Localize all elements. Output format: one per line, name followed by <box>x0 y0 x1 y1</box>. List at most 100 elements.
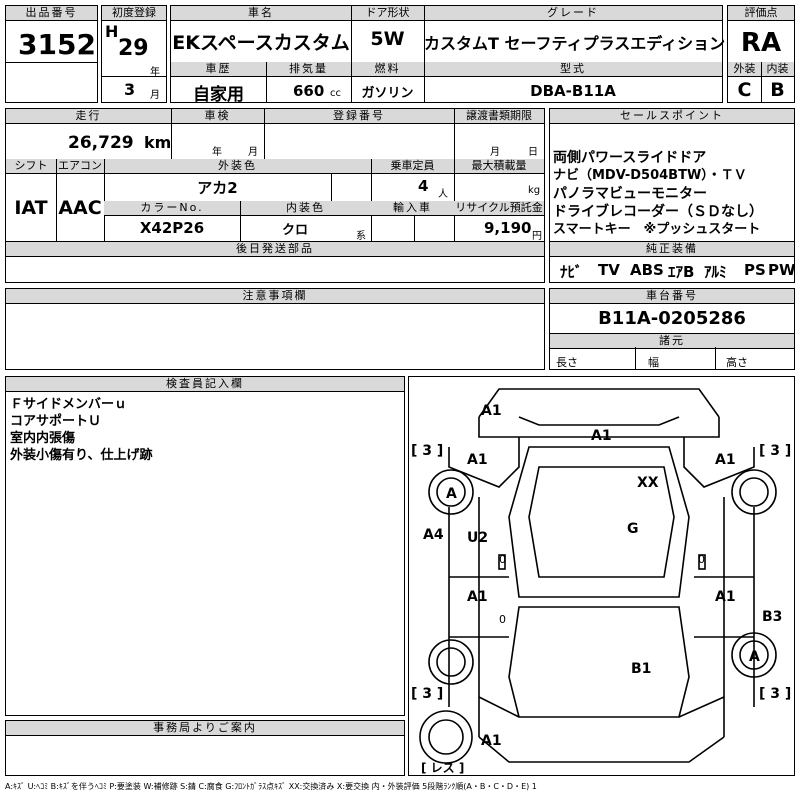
capacity-label: 乗車定員 <box>371 159 454 174</box>
displacement-label: 排気量 <box>266 62 351 77</box>
inspector-line-4: 外装小傷有り、仕上げ跡 <box>10 448 153 463</box>
inspection-label: 車検 <box>171 109 264 124</box>
capacity-unit: 人 <box>438 189 448 200</box>
model-label: 型式 <box>424 62 722 77</box>
mark-bumper-front: A1 <box>481 403 502 419</box>
ac-label: エアコン <box>56 159 104 174</box>
sales-line-4: ドライブレコーダー（ＳＤなし） <box>553 204 763 220</box>
model: DBA-B11A <box>530 82 616 100</box>
dims-label: 諸元 <box>550 333 794 349</box>
equipment-item: ｱﾙﾐ <box>704 263 727 281</box>
legend: A:ｷｽﾞ U:ﾍｺﾐ B:ｷｽﾞを伴うﾍｺﾐ P:要塗装 W:補修跡 S:錆 … <box>5 782 537 791</box>
caution-label: 注意事項欄 <box>6 289 544 304</box>
ext-color-label: 外装色 <box>104 159 371 174</box>
equipment-item: ﾅﾋﾞ <box>560 263 583 281</box>
door-type: 5W <box>370 28 405 50</box>
spare-tire: [ レス ] <box>421 761 464 775</box>
tread-front-left: [ 3 ] <box>411 443 443 459</box>
first-reg-label: 初度登録 <box>102 6 166 21</box>
equipment-item: TV <box>598 261 620 279</box>
mark-door-rear-right: A1 <box>715 589 736 605</box>
sales-line-3: パノラマビューモニター <box>553 186 707 202</box>
ext-color: アカ2 <box>197 179 238 197</box>
lot-box: 出品番号 3152 <box>5 5 98 103</box>
car-info-box: 車名 ドア形状 グレード EKスペースカスタム 5W カスタムT セーフティプラ… <box>170 5 725 105</box>
score: RA <box>740 28 782 58</box>
tread-rear-right: [ 3 ] <box>759 686 791 702</box>
mileage: 26,729 <box>68 133 134 153</box>
int-color: クロ <box>281 223 308 238</box>
equipment-label: 純正装備 <box>550 242 794 257</box>
shift-label: シフト <box>6 159 56 174</box>
fuel: ガソリン <box>361 86 414 101</box>
color-no: X42P26 <box>139 219 205 237</box>
name-label: 車名 <box>171 6 351 21</box>
year-unit: 年 <box>150 67 160 78</box>
equipment-box: 純正装備 ﾅﾋﾞ TV ABS ｴｱB ｱﾙﾐ PS PW <box>549 241 796 283</box>
mark-tire-rear-right: A <box>749 649 760 665</box>
equipment-item: ABS <box>630 261 664 279</box>
recycle: 9,190 <box>484 219 532 237</box>
mark-door-rl-small: 0 <box>499 613 506 626</box>
mark-quarter-right: B3 <box>762 609 782 625</box>
office-label: 事務局よりご案内 <box>6 721 404 736</box>
chassis-label: 車台番号 <box>550 289 794 304</box>
car-diagram-box: A1 A1 A1 A1 A XX G A4 U2 A1 A1 B3 A B1 A… <box>408 376 795 776</box>
specs-box: 走行 車検 登録番号 譲渡書類期限 26,729 km 年 月 月 日 シフト … <box>5 108 545 242</box>
chassis-box: 車台番号 B11A-0205286 諸元 長さ 幅 高さ <box>549 288 795 370</box>
caution-box: 注意事項欄 <box>5 288 545 370</box>
sales-line-2: ナビ（MDV-D504BTW）・ＴＶ <box>553 168 747 183</box>
sales-line-1: 両側パワースライドドア <box>553 150 707 166</box>
inspector-line-2: コアサポートＵ <box>10 414 102 429</box>
score-label: 評価点 <box>728 6 794 21</box>
era: H <box>105 22 119 41</box>
equipment-item: ｴｱB <box>668 263 695 281</box>
lot-label: 出品番号 <box>6 6 97 21</box>
mark-door-rear-left: A1 <box>467 589 488 605</box>
int-color-unit: 系 <box>356 231 366 242</box>
car-name: EKスペースカスタム <box>172 32 350 54</box>
ac: AAC <box>58 197 102 219</box>
ext-label: 外装 <box>728 62 761 77</box>
int-score: B <box>770 79 785 101</box>
capacity: 4 <box>418 177 429 195</box>
load-label: 最大積載量 <box>454 159 544 174</box>
shift: IAT <box>14 197 48 219</box>
equipment-item: PS <box>744 261 766 279</box>
grade-label: グレード <box>424 6 722 21</box>
inspector-box: 検査員記入欄 Ｆサイドメンバーｕ コアサポートＵ 室内内張傷 外装小傷有り、仕上… <box>5 376 405 716</box>
mark-door-front-left: U2 <box>467 530 488 546</box>
tread-rear-left: [ 3 ] <box>411 686 443 702</box>
recycle-label: リサイクル預託金 <box>454 201 544 216</box>
mark-rear: B1 <box>631 661 651 677</box>
recycle-unit: 円 <box>532 231 542 242</box>
inspector-line-1: Ｆサイドメンバーｕ <box>10 397 128 412</box>
chassis-number: B11A-0205286 <box>598 308 746 329</box>
reg-year: 29 <box>118 36 149 61</box>
tread-front-right: [ 3 ] <box>759 443 791 459</box>
transfer-month-unit: 月 <box>490 147 500 158</box>
later-parts-box: 後日発送部品 <box>5 241 545 283</box>
mileage-unit: km <box>144 133 172 152</box>
height-label: 高さ <box>726 356 748 369</box>
office-box: 事務局よりご案内 <box>5 720 405 776</box>
color-no-label: カラーNo. <box>104 201 240 216</box>
later-parts-label: 後日発送部品 <box>6 242 544 257</box>
displacement: 660 <box>293 82 325 100</box>
mark-door-rr-small: 0 <box>698 553 705 566</box>
history-label: 車歴 <box>171 62 266 77</box>
transfer-day-unit: 日 <box>528 147 538 158</box>
insp-month-unit: 月 <box>248 147 258 158</box>
load-unit: kg <box>528 185 541 196</box>
int-color-label: 内装色 <box>240 201 371 216</box>
mark-roof: XX <box>637 475 659 491</box>
mark-door-front-right: 0 <box>499 553 506 566</box>
mileage-label: 走行 <box>6 109 171 124</box>
equipment-item: PW <box>768 261 796 279</box>
inspector-line-3: 室内内張傷 <box>10 431 76 446</box>
car-diagram: A1 A1 A1 A1 A XX G A4 U2 A1 A1 B3 A B1 A… <box>411 388 791 775</box>
mark-fender-right: A1 <box>715 452 736 468</box>
sales-label: セールスポイント <box>550 109 794 124</box>
sales-line-5: スマートキー ※プッシュスタート <box>553 222 761 237</box>
transfer-label: 譲渡書類期限 <box>454 109 544 124</box>
